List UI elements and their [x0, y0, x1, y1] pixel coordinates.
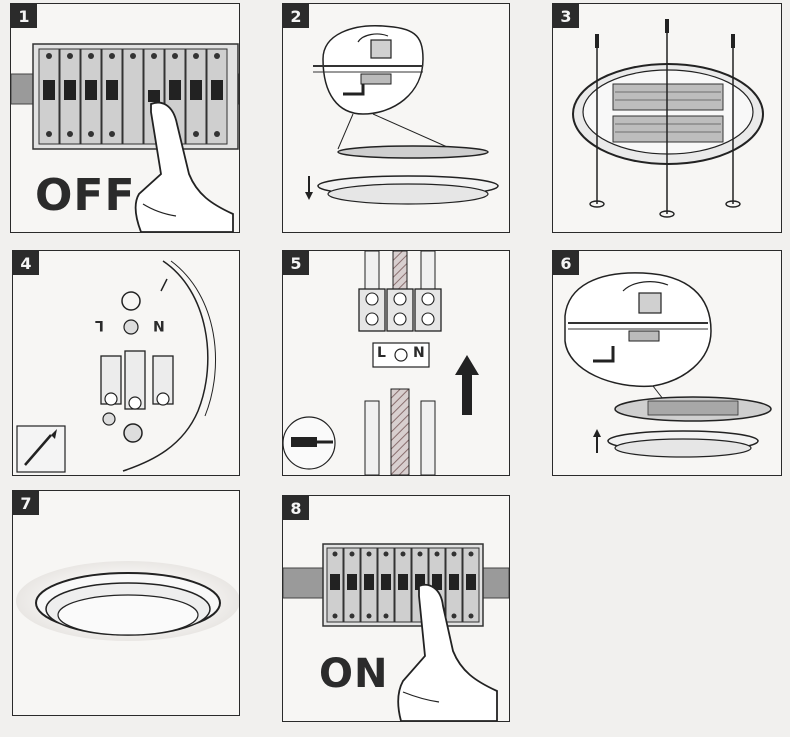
remove-cover-illustration — [305, 25, 499, 205]
terminal-block-illustration — [16, 260, 217, 473]
step-7-panel: 7 — [12, 490, 240, 716]
step-3-panel: 3 — [552, 3, 782, 233]
step-1-panel: 1 OFF — [10, 3, 240, 233]
on-caption: ON — [319, 651, 389, 697]
step-4-number: 4 — [13, 251, 39, 275]
step-1-number: 1 — [11, 4, 37, 28]
step-3-number: 3 — [553, 4, 579, 28]
attach-cover-illustration — [564, 272, 772, 458]
step-5-panel: 5 L N — [282, 250, 510, 476]
breaker-off-illustration — [11, 43, 239, 232]
step-4-panel: 4 L N — [12, 250, 240, 476]
step-7-number: 7 — [13, 491, 39, 515]
finished-lamp-illustration — [16, 561, 239, 641]
wiring-n-label: N — [413, 345, 425, 361]
step-6-number: 6 — [553, 251, 579, 275]
breaker-on-illustration — [283, 543, 509, 721]
off-caption: OFF — [35, 170, 136, 221]
step-8-number: 8 — [283, 496, 309, 520]
wiring-illustration — [283, 251, 479, 475]
step-2-panel: 2 — [282, 3, 510, 233]
mount-base-illustration — [572, 19, 764, 218]
terminal-l-label: L — [95, 317, 104, 333]
step-2-number: 2 — [283, 4, 309, 28]
wiring-l-label: L — [377, 345, 386, 361]
step-5-number: 5 — [283, 251, 309, 275]
terminal-n-label: N — [153, 317, 165, 333]
step-6-panel: 6 — [552, 250, 782, 476]
step-8-panel: 8 ON — [282, 495, 510, 722]
